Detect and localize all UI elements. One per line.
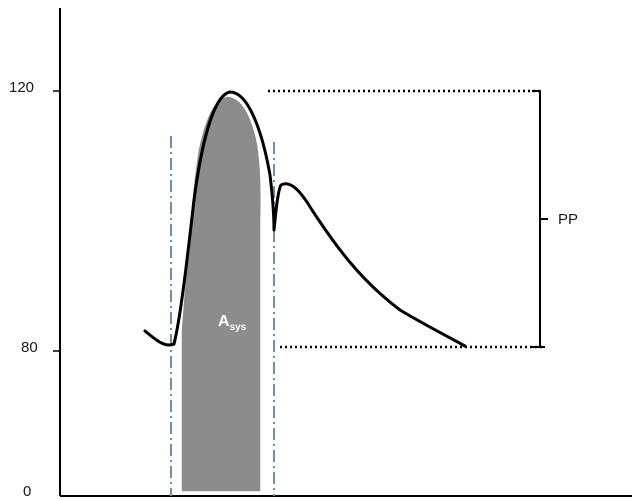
systolic-area-label: Asys [218,313,246,333]
systolic-area-label-sub: sys [229,322,247,333]
y-tick-label-0: 0 [23,483,32,500]
pulse-pressure-label: PP [558,211,579,228]
systolic-area-label-main: A [218,313,230,330]
systolic-area-shading [180,95,263,493]
y-tick-label-120: 120 [9,79,35,96]
pressure-waveform [143,90,467,348]
y-tick-label-80: 80 [21,339,38,356]
